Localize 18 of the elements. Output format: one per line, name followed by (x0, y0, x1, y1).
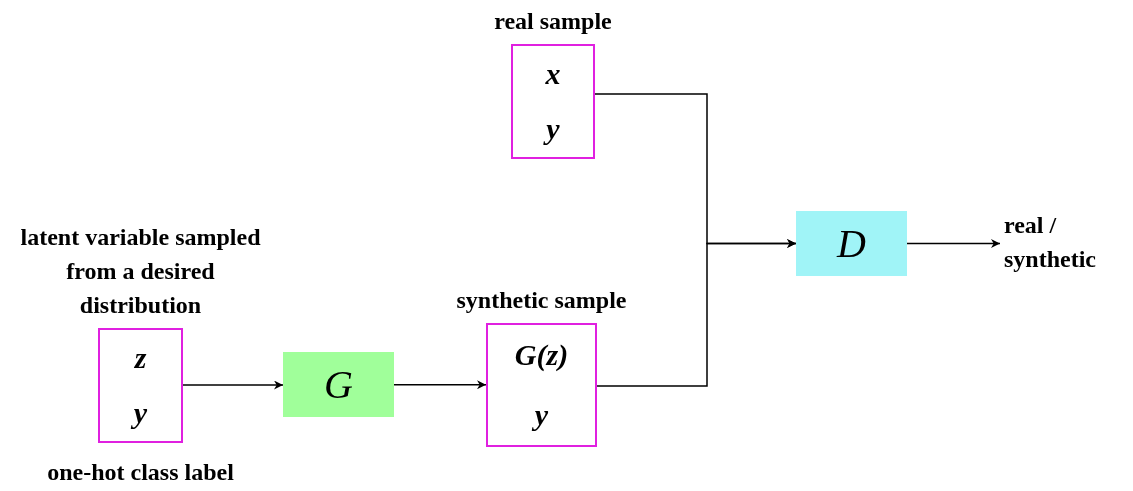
arrow (182, 380, 284, 390)
math-symbol: y (534, 400, 549, 430)
math-symbol: z (134, 342, 147, 373)
box-heading: real sample (493, 7, 613, 36)
arrow (906, 239, 1001, 248)
math-symbol: x (545, 58, 561, 89)
arrow (393, 380, 487, 390)
math-symbol: D (837, 223, 866, 264)
node-label: one-hot class label (46, 458, 235, 487)
output-label: real / synthetic (1004, 208, 1129, 278)
discriminator-box (796, 211, 907, 276)
math-symbol: y (133, 398, 148, 429)
generator-box (283, 352, 394, 417)
math-symbol: G(z) (514, 340, 569, 370)
box-heading: synthetic sample (455, 286, 628, 315)
math-symbol: G (324, 364, 353, 405)
box-heading: latent variable sampled from a desired distribution (19, 223, 262, 320)
arrow (596, 239, 797, 387)
